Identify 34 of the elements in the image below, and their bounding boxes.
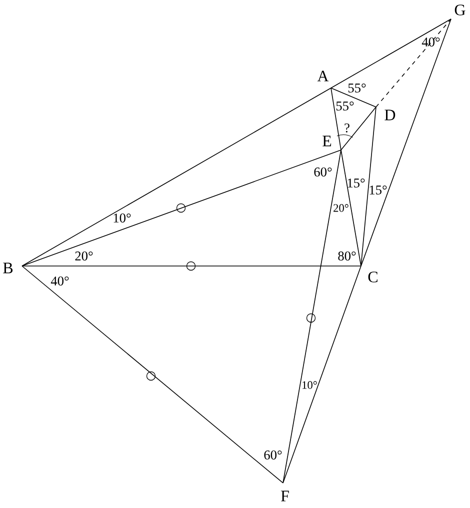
line-segment: [330, 88, 376, 108]
point-label: B: [3, 262, 13, 274]
line-segment: [330, 18, 452, 88]
line-segment: [22, 88, 332, 266]
angle-label: 20°: [75, 252, 93, 260]
line-segment: [360, 18, 452, 266]
point-label: D: [384, 110, 396, 120]
angle-label: 10°: [114, 214, 131, 222]
line-segment: [340, 106, 376, 150]
angle-label: 10°: [302, 381, 317, 389]
line-segment: [282, 266, 362, 484]
angle-label: 15°: [348, 178, 365, 188]
angle-label: 60°: [314, 168, 332, 176]
angle-label: 55°: [348, 84, 366, 92]
line-segment: [22, 266, 284, 484]
line-segment: [340, 150, 362, 266]
angle-label: 55°: [336, 102, 354, 110]
angle-label: 80°: [338, 252, 356, 260]
line-segment: [22, 150, 342, 266]
line-segment: [330, 88, 342, 150]
point-label: A: [317, 70, 329, 82]
angle-label: 60°: [264, 450, 282, 460]
line-segment: [376, 18, 452, 108]
point-label: G: [454, 4, 466, 16]
point-label: C: [368, 272, 378, 282]
angle-label: 40°: [422, 38, 440, 46]
angle-label: ?: [344, 124, 350, 132]
line-segment: [282, 150, 342, 484]
angle-label: 40°: [50, 276, 69, 286]
point-label: F: [281, 490, 289, 502]
point-label: E: [322, 136, 332, 146]
angle-label: 15°: [370, 186, 387, 194]
angle-label: 20°: [334, 204, 348, 212]
line-segment: [360, 106, 376, 266]
